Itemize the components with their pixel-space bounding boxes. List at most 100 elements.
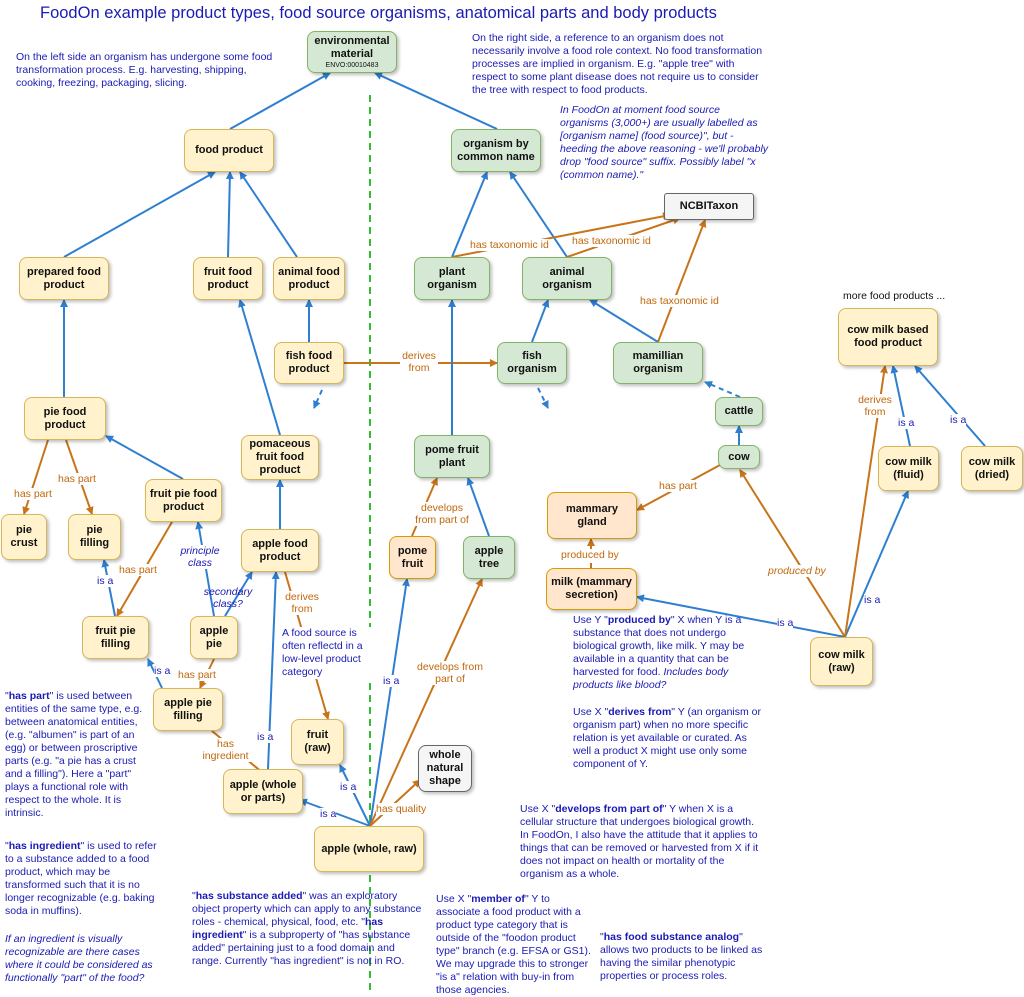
note-food-source: A food source is often reflectd in a low… — [282, 627, 374, 679]
node-fruit-food-product: fruit food product — [193, 257, 263, 300]
node-label: environmental material — [314, 34, 390, 60]
edge-label-has-ingredient: has ingredient — [198, 738, 253, 762]
note-member-of: Use X "member of" Y to associate a food … — [436, 893, 594, 997]
edge-label-has-part: has part — [58, 473, 96, 485]
edge-label-is-a: is a — [383, 675, 400, 687]
node-label: apple (whole, raw) — [321, 842, 417, 855]
edge-appletree-to-pomeplant — [466, 477, 490, 537]
node-label: mamillian organism — [632, 350, 684, 375]
note-italic: Includes body products like blood? — [573, 666, 729, 691]
node-fruit-pie-filling: fruit pie filling — [82, 616, 149, 659]
edge-label-has-part: has part — [178, 669, 216, 681]
page-title: FoodOn example product types, food sourc… — [40, 4, 717, 22]
edge-label-develops-from-part-of: develops from part of — [413, 502, 471, 526]
node-prepared-food-product: prepared food product — [19, 257, 109, 300]
edge-label-derives-from: derives from — [855, 394, 895, 418]
node-id: ENVO:00010483 — [325, 61, 379, 69]
edge-raw-to-fruitraw — [339, 764, 371, 827]
node-label: fish organism — [507, 350, 557, 375]
note-term: has substance added — [195, 890, 303, 902]
node-apple-food-product: apple food product — [241, 529, 319, 572]
edge-fruitpiefilling-to-filling — [101, 559, 116, 617]
edge-label-has-taxonomic-id: has taxonomic id — [572, 235, 651, 247]
note-body: " X when Y is a substance that does not … — [573, 614, 745, 678]
edge-label-derives-from: derives from — [283, 591, 321, 615]
edge-rawmilk-to-fluid — [844, 490, 909, 638]
note-has-substance-added: "has substance added" was an exploratory… — [192, 890, 422, 967]
node-pome-fruit-plant: pome fruit plant — [414, 435, 490, 478]
node-fruit-pie-food-product: fruit pie food product — [145, 479, 222, 522]
edge-label-produced-by: produced by — [561, 549, 619, 561]
edge-mamillian-taxid — [657, 219, 707, 343]
node-fish-food-product: fish food product — [274, 342, 344, 384]
node-label: fruit food product — [203, 265, 253, 291]
node-apple-whole-raw: apple (whole, raw) — [314, 826, 424, 872]
note-left-side: On the left side an organism has undergo… — [16, 51, 273, 89]
edge-fruitfood-to-food — [225, 171, 234, 258]
note-foodon-labels: In FoodOn at moment food source organism… — [560, 104, 769, 181]
node-pie-food-product: pie food product — [24, 397, 106, 440]
node-cattle: cattle — [715, 397, 763, 426]
edge-fish-more — [313, 389, 323, 409]
node-label: cow milk (dried) — [968, 455, 1016, 481]
edge-label-is-a: is a — [97, 575, 114, 587]
note-term: has ingredient — [8, 840, 81, 852]
edge-label-derives-from: derives from — [400, 350, 438, 374]
note-term: has part — [8, 690, 50, 702]
node-animal-food-product: animal food product — [273, 257, 345, 300]
node-milk-mammary-secretion: milk (mammary secretion) — [546, 568, 637, 610]
node-label: pome fruit plant — [425, 443, 479, 469]
note-term: develops from part of — [555, 803, 663, 815]
edge-applepie-secondary — [224, 571, 253, 617]
node-pome-fruit: pome fruit — [389, 536, 436, 579]
node-apple-pie: apple pie — [190, 616, 238, 659]
node-label: apple (whole or parts) — [229, 778, 297, 804]
node-fish-organism: fish organism — [497, 342, 567, 384]
node-mammary-gland: mammary gland — [547, 492, 637, 539]
note-derives-from: Use X "derives from" Y (an organism or o… — [573, 706, 763, 771]
edge-animal-to-organism — [509, 171, 568, 258]
node-ncbitaxon: NCBITaxon — [664, 193, 754, 220]
node-label: mammary gland — [566, 502, 618, 528]
note-body: is a subproperty of "has substance added… — [192, 929, 411, 967]
edge-label-develops-from-part-of: develops from part of — [414, 661, 486, 685]
edge-raw-to-pomefruit — [369, 578, 410, 827]
node-food-product: food product — [184, 129, 274, 172]
edge-cattle-to-mamillian — [704, 381, 741, 398]
edge-prepared-to-food — [63, 171, 216, 258]
edge-fruitpie-to-pie — [105, 435, 184, 480]
note-body: is used between entities of the same typ… — [5, 690, 143, 819]
note-term: has food substance analog — [603, 931, 740, 943]
note-term: has ingredient — [192, 916, 384, 941]
node-label: organism by common name — [457, 137, 535, 163]
node-plant-organism: plant organism — [414, 257, 490, 300]
edge-applepie-to-fruitpie — [195, 521, 215, 617]
node-cow-milk-raw: cow milk (raw) — [810, 637, 873, 686]
edge-label-has-part: has part — [14, 488, 52, 500]
node-label: milk (mammary secretion) — [551, 576, 632, 601]
edge-plant-to-organism — [451, 171, 489, 258]
edge-label-is-a: is a — [257, 731, 274, 743]
node-cow: cow — [718, 445, 760, 469]
node-apple-whole-or-parts: apple (whole or parts) — [223, 769, 303, 814]
node-whole-natural-shape: whole natural shape — [418, 745, 472, 792]
edge-label-secondary-class: secondary class? — [203, 586, 253, 610]
edge-label-has-part: has part — [659, 480, 697, 492]
note-term: member of — [471, 893, 525, 905]
edge-label-principle-class: principle class — [175, 545, 225, 569]
note-body: is used to refer to a substance added to… — [5, 840, 157, 917]
edge-label-has-part: has part — [119, 564, 157, 576]
node-label: prepared food product — [27, 265, 101, 291]
node-environmental-material: environmental material ENVO:00010483 — [307, 31, 397, 73]
node-label: whole natural shape — [426, 749, 464, 787]
edge-label-is-a: is a — [320, 808, 337, 820]
node-label: cow milk (fluid) — [885, 455, 932, 481]
edge-label-has-taxonomic-id: has taxonomic id — [640, 295, 719, 307]
node-pie-filling: pie filling — [68, 514, 121, 560]
edge-fishorg-more — [537, 387, 549, 409]
edge-label-is-a: is a — [898, 417, 915, 429]
edge-organism-to-env — [374, 72, 498, 130]
node-label: pie crust — [10, 524, 38, 549]
node-pomaceous-fruit-food-product: pomaceous fruit food product — [241, 435, 319, 480]
note-body: allows two products to be linked as havi… — [600, 944, 763, 982]
